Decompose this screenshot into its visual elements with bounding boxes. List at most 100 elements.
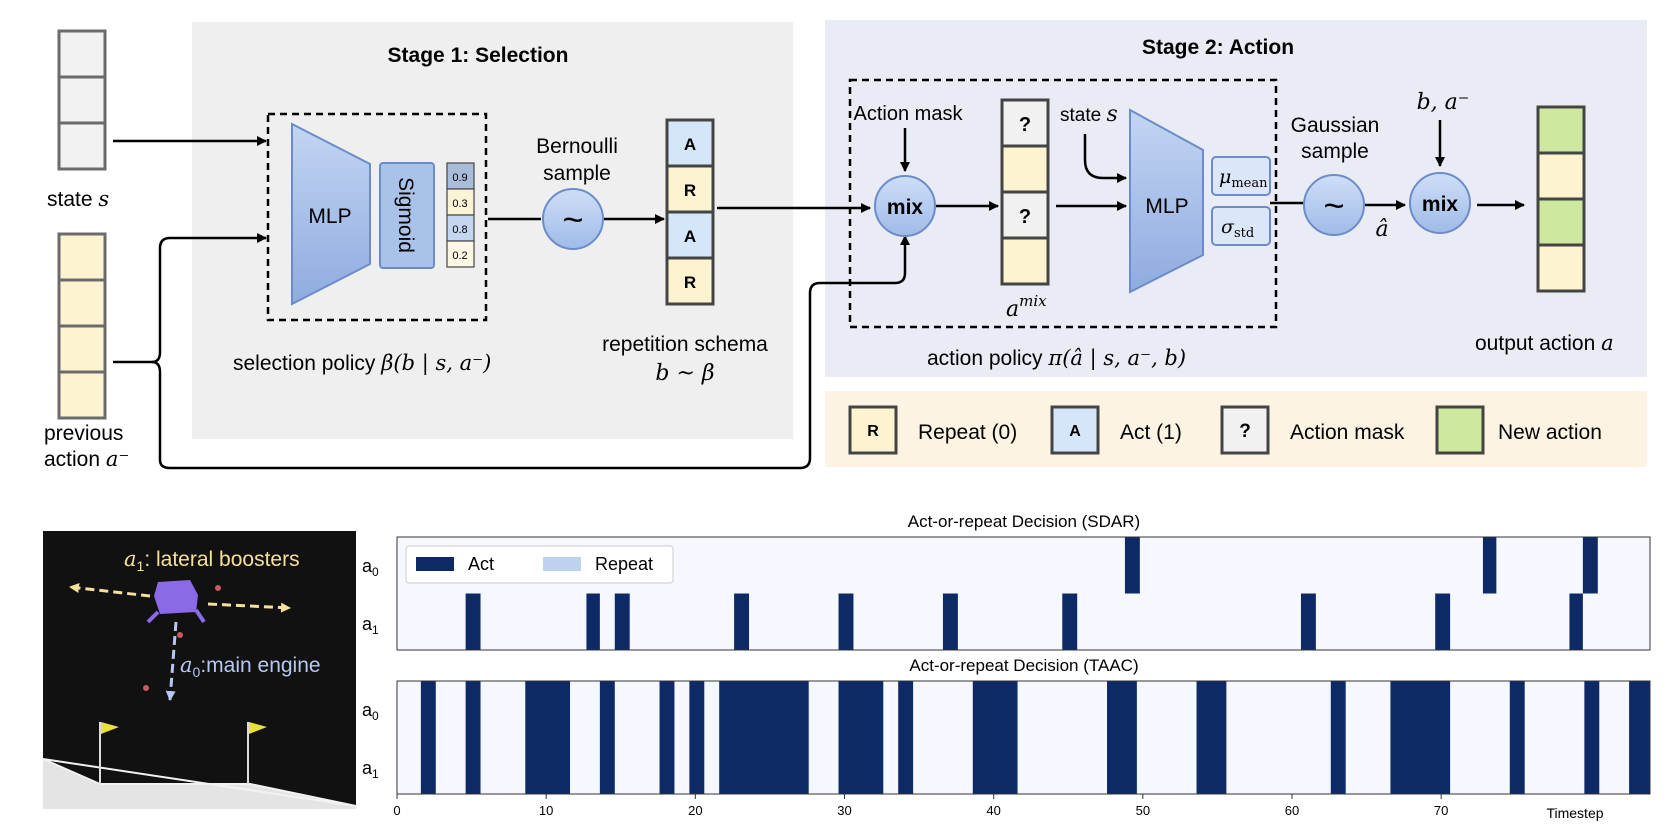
amix-cell-0: ? — [1019, 114, 1031, 136]
taac-xtick-label: 50 — [1136, 803, 1150, 818]
legend-new-label: New action — [1498, 421, 1602, 444]
sdar-act-bar-a0-0 — [1124, 537, 1140, 594]
output-action-label: output action a — [1475, 331, 1614, 355]
mlp-label-2: MLP — [1145, 195, 1188, 218]
taac-xtick-label: 30 — [837, 803, 851, 818]
taac-xtick-label: 10 — [539, 803, 553, 818]
sigmoid-prob-column: 0.9 0.3 0.8 0.2 — [446, 162, 475, 268]
taac-act-bar-8 — [898, 681, 914, 794]
sdar-legend-repeat-swatch — [543, 557, 581, 571]
lander-body-icon — [154, 580, 198, 614]
legend-new-action: New action — [1435, 405, 1602, 455]
mlp-label-1: MLP — [308, 205, 351, 228]
sdar-act-bar-a1-0 — [465, 593, 481, 650]
sdar-title: Act-or-repeat Decision (SDAR) — [908, 512, 1140, 531]
sdar-act-bar-a1-6 — [1062, 593, 1078, 650]
sdar-act-bar-a0-2 — [1582, 537, 1598, 594]
taac-xtick-label: 0 — [393, 803, 400, 818]
previous-action-vector — [57, 232, 107, 420]
taac-xtick-label: 60 — [1285, 803, 1299, 818]
sdar-act-bar-a1-2 — [614, 593, 630, 650]
legend-repeat-label: Repeat (0) — [918, 421, 1017, 444]
mu-block — [1211, 156, 1271, 196]
taac-act-bar-1 — [465, 681, 481, 794]
sdar-legend-act: Act — [468, 554, 494, 574]
taac-xtick-label: 40 — [986, 803, 1000, 818]
flag-left-icon — [101, 722, 119, 734]
taac-act-bar-15 — [1584, 681, 1600, 794]
sdar-act-bar-a0-1 — [1482, 537, 1497, 594]
sdar-legend-repeat: Repeat — [595, 554, 653, 574]
mix-label-2: mix — [1422, 193, 1459, 216]
legend-mask-glyph: ? — [1239, 421, 1251, 442]
sigmoid-block — [379, 162, 435, 269]
schema-cell-3: R — [684, 273, 696, 292]
taac-act-bar-9 — [972, 681, 1018, 794]
prob-3: 0.2 — [452, 250, 467, 262]
legend-action-mask: ? Action mask — [1220, 405, 1405, 455]
amix-cell-2: ? — [1019, 206, 1031, 228]
main-engine-label: a0:main engine — [180, 653, 321, 680]
gaussian-tilde: ~ — [1323, 185, 1344, 226]
legend-repeat-glyph: R — [867, 423, 879, 440]
sdar-act-bar-a1-8 — [1435, 593, 1451, 650]
ahat-label: â — [1375, 217, 1388, 242]
stage2-panel — [825, 20, 1647, 377]
action-mask-label: Action mask — [854, 103, 964, 125]
mix-node-2[interactable] — [1409, 172, 1471, 234]
sdar-act-bar-a1-7 — [1300, 593, 1316, 650]
output-action-vector — [1536, 105, 1586, 293]
stage2-title: Stage 2: Action — [1142, 36, 1294, 59]
amix-vector: ? ? — [1000, 98, 1050, 286]
bernoulli-node — [542, 188, 604, 250]
previous-action-label-2: action a⁻ — [44, 447, 130, 471]
taac-act-bar-7 — [838, 681, 884, 794]
taac-act-bar-13 — [1390, 681, 1451, 794]
prob-1: 0.3 — [452, 198, 467, 210]
previous-action-label-1: previous — [44, 422, 123, 445]
terrain-ridge — [42, 758, 357, 807]
legend-mask-label: Action mask — [1290, 421, 1405, 444]
prob-0: 0.9 — [452, 172, 467, 184]
mix-label-1: mix — [887, 196, 924, 219]
repetition-schema-label: repetition schema — [602, 333, 768, 356]
taac-act-bar-16 — [1629, 681, 1650, 794]
gaussian-label-1: Gaussian — [1291, 114, 1380, 137]
taac-act-bar-14 — [1509, 681, 1525, 794]
b-aminus-label: b, a⁻ — [1417, 90, 1470, 115]
stage1-title: Stage 1: Selection — [388, 44, 569, 67]
taac-act-bar-10 — [1107, 681, 1137, 794]
schema-cell-0: A — [684, 135, 696, 154]
legend-act-glyph: A — [1069, 423, 1081, 440]
legend-act-label: Act (1) — [1120, 421, 1182, 444]
taac-xtick-label: 70 — [1434, 803, 1448, 818]
taac-act-bar-4 — [659, 681, 675, 794]
state-s-arrow — [1083, 134, 1127, 183]
mu-label: μmean — [1219, 166, 1268, 191]
sigmoid-label: Sigmoid — [394, 177, 417, 253]
legend-act: A Act (1) — [1050, 405, 1182, 455]
taac-row-a1: a1 — [362, 758, 379, 781]
sdar-legend-act-swatch — [416, 557, 454, 571]
sdar-act-bar-a1-4 — [838, 593, 854, 650]
repetition-schema-formula: b ~ β — [655, 361, 714, 386]
bernoulli-tilde: ~ — [562, 199, 583, 240]
taac-plot-bg — [397, 681, 1650, 794]
sdar-act-bar-a1-5 — [942, 593, 958, 650]
bernoulli-label-1: Bernoulli — [536, 135, 618, 158]
mix-node-1[interactable] — [874, 175, 936, 237]
schema-cell-1: R — [684, 181, 696, 200]
mlp-trapezoid-2 — [1129, 108, 1204, 294]
gaussian-node — [1303, 174, 1365, 236]
taac-act-bar-2 — [525, 681, 571, 794]
taac-act-bar-11 — [1196, 681, 1227, 794]
action-policy-label: action policy π(â | s, a⁻, b) — [927, 346, 1186, 371]
sigma-label: σstd — [1221, 216, 1254, 241]
selection-policy-label: selection policy β(b | s, a⁻) — [233, 351, 491, 376]
selection-policy-box — [266, 112, 488, 322]
state-vector — [57, 29, 107, 171]
state-label: state s — [47, 187, 109, 211]
gaussian-label-2: sample — [1301, 140, 1369, 163]
sigma-block — [1211, 206, 1271, 246]
